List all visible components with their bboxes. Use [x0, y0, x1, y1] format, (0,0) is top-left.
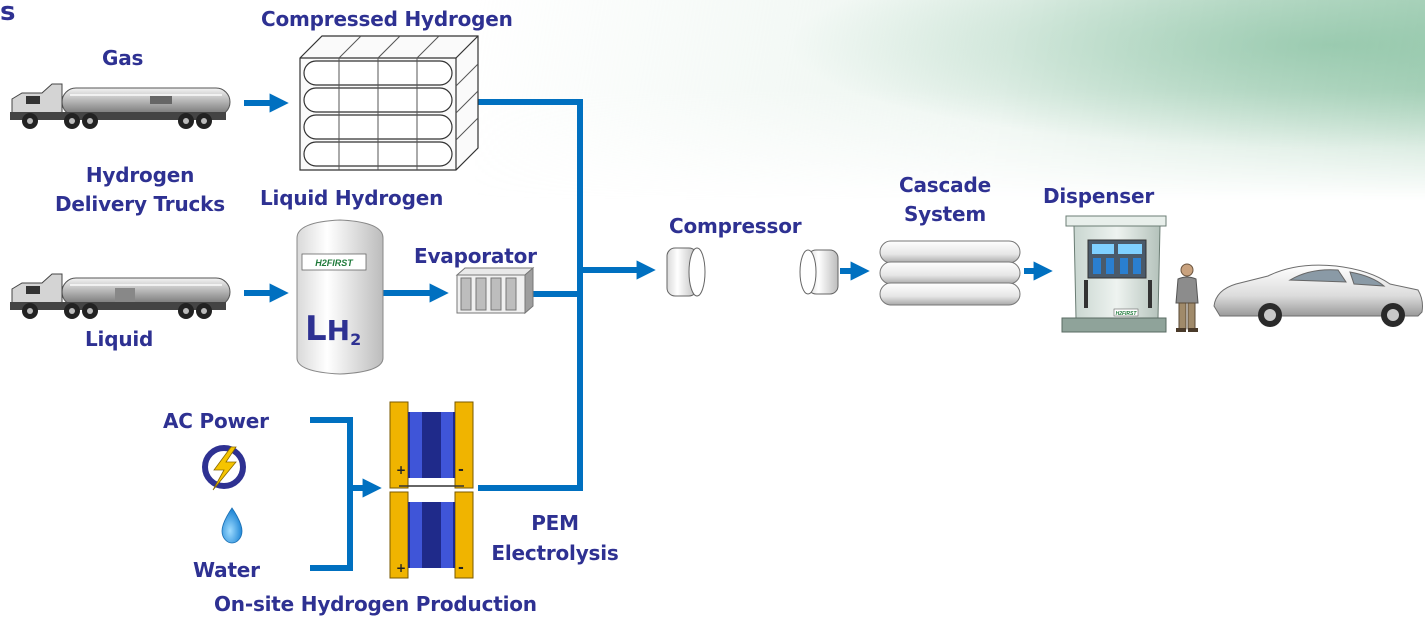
person-icon [1175, 263, 1199, 332]
car-icon [1213, 264, 1423, 327]
electrolyzer-minus-bottom: - [458, 560, 464, 576]
compressed-hydrogen-storage-icon [299, 35, 479, 171]
compressor-icon [666, 247, 839, 297]
tank-mark-sub: H [327, 314, 350, 347]
label-dispenser: Dispenser [1043, 184, 1155, 208]
electrolyzer-stack-top [389, 401, 474, 489]
tank-logo-text: H2FIRST [315, 258, 354, 268]
label-evaporator: Evaporator [414, 244, 537, 268]
label-ac-power: AC Power [163, 409, 269, 433]
cascade-storage-icon [879, 240, 1021, 306]
label-liquid-hydrogen: Liquid Hydrogen [260, 186, 444, 210]
svg-text:LH2: LH2 [305, 309, 361, 349]
dispenser-icon: H2FIRST [1061, 215, 1167, 333]
label-water: Water [193, 558, 260, 582]
label-liquid: Liquid [85, 327, 154, 351]
label-compressed-hydrogen: Compressed Hydrogen [261, 7, 513, 31]
ac-power-icon [202, 445, 246, 491]
tank-mark-main: L [305, 309, 327, 349]
background-gradient-accent [785, 0, 1425, 150]
label-compressor: Compressor [669, 214, 802, 238]
pem-electrolyzer-icon: + - + - [389, 401, 474, 579]
liquid-hydrogen-tank-icon: H2FIRST LH2 [296, 219, 384, 375]
electrolyzer-minus-top: - [458, 462, 464, 478]
gas-delivery-truck-icon [10, 83, 231, 129]
flow-lines [244, 93, 1053, 571]
dispenser-logo-text: H2FIRST [1116, 311, 1138, 317]
label-cascade-system: Cascade System [899, 173, 991, 226]
input-merge-line [310, 417, 353, 571]
electrolyzer-stack-bottom [389, 491, 474, 579]
water-drop-icon [221, 507, 243, 544]
tank-mark-digit: 2 [350, 330, 361, 349]
liquid-delivery-truck-icon [10, 273, 231, 319]
evaporator-icon [455, 266, 535, 315]
page-title-fragment: s [0, 0, 16, 27]
label-onsite-hydrogen-production: On-site Hydrogen Production [214, 592, 537, 616]
label-gas: Gas [102, 46, 144, 70]
label-pem-electrolysis: PEM Electrolysis [491, 511, 619, 565]
electrolyzer-plus-top: + [396, 463, 406, 477]
label-hydrogen-delivery-trucks: Hydrogen Delivery Trucks [55, 163, 225, 216]
electrolyzer-plus-bottom: + [396, 561, 406, 575]
